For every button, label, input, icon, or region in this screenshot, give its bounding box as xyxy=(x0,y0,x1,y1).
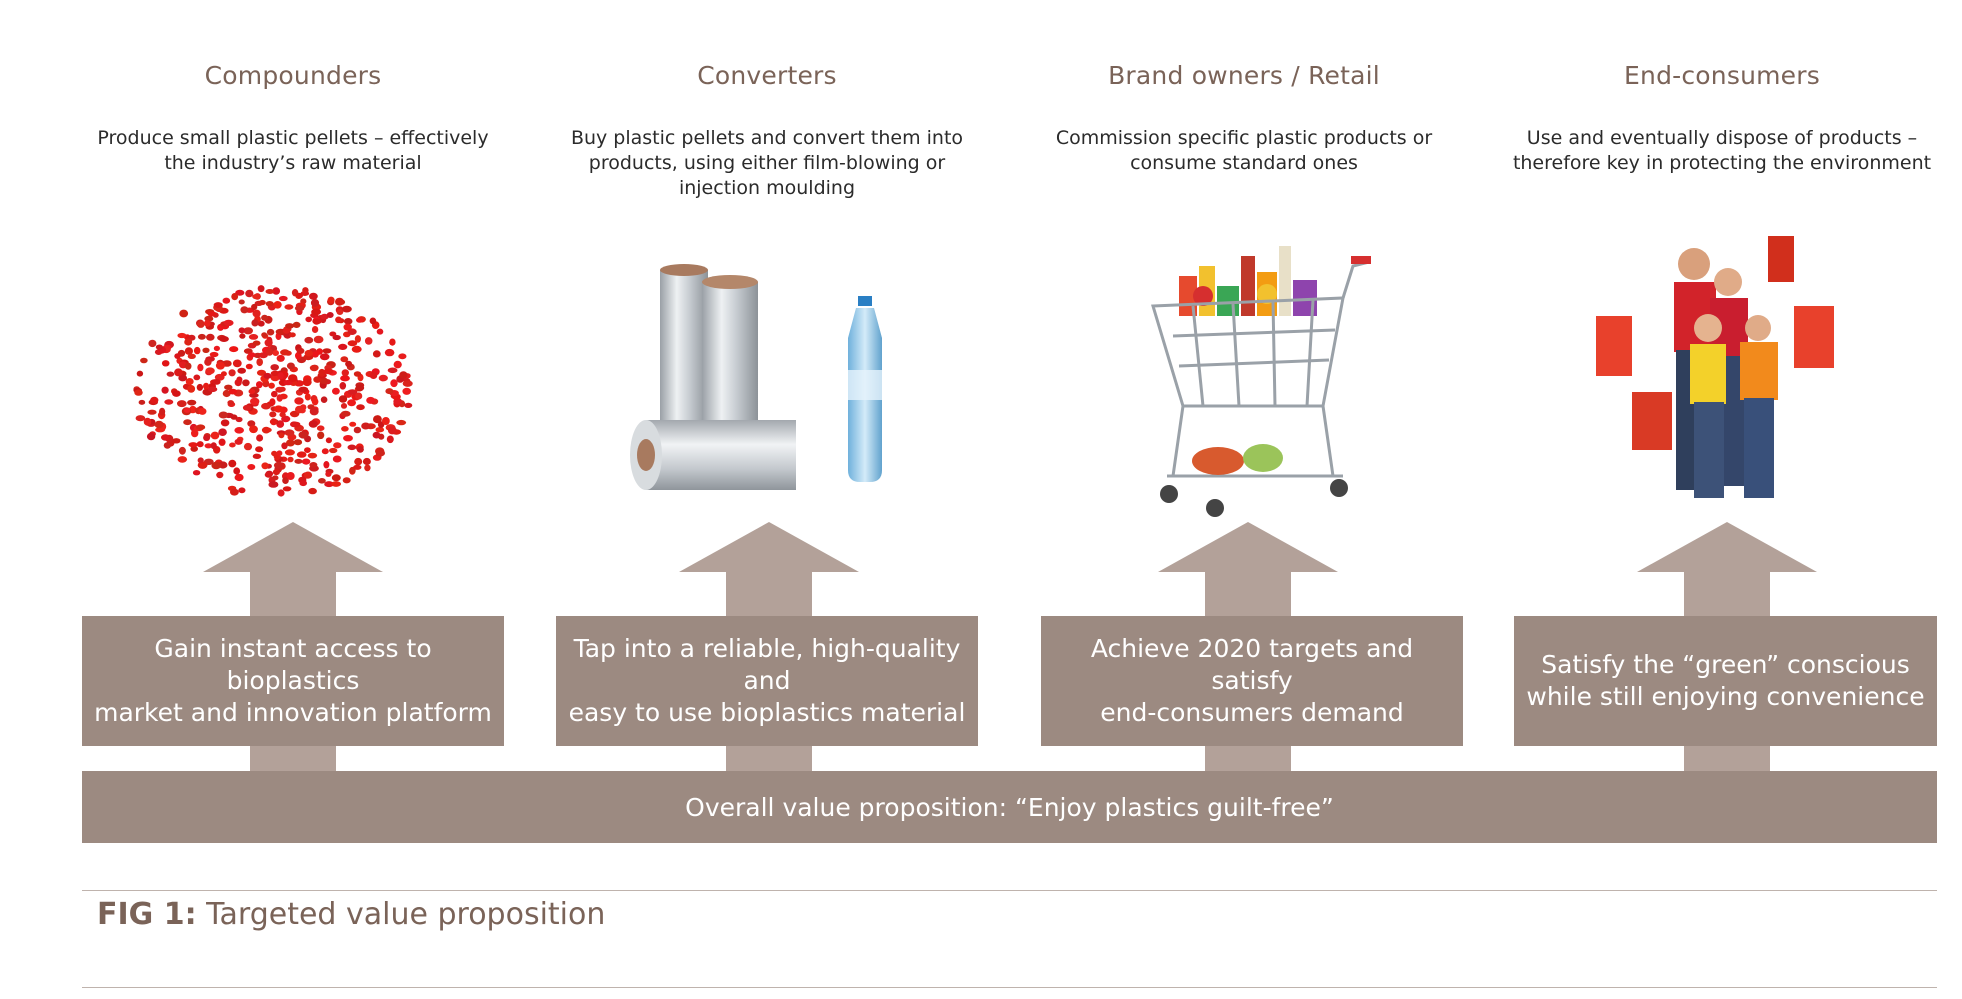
column-heading: End-consumers xyxy=(1624,61,1820,90)
column-heading: Converters xyxy=(697,61,837,90)
red-plastic-pellets-icon xyxy=(133,285,413,497)
column-description: Buy plastic pellets and convert them int… xyxy=(570,127,964,199)
arrow-up-end-consumers xyxy=(1637,522,1817,572)
column-converters: Converters Buy plastic pellets and conve… xyxy=(556,0,978,600)
figure-title: Targeted value proposition xyxy=(196,897,606,932)
divider-top xyxy=(82,890,1937,891)
film-rolls-and-bottle-icon xyxy=(630,264,882,490)
column-heading: Compounders xyxy=(204,61,382,90)
arrow-up-compounders xyxy=(203,522,383,572)
column-brand-owners: Brand owners / Retail Commission specifi… xyxy=(1033,0,1455,600)
arrow-up-brand-owners xyxy=(1158,522,1338,572)
family-with-shopping-bags-icon xyxy=(1596,236,1834,498)
column-description: Produce small plastic pellets – effectiv… xyxy=(97,127,489,174)
column-description: Commission specific plastic products or … xyxy=(1055,127,1433,174)
shopping-cart-icon xyxy=(1151,246,1371,517)
column-description: Use and eventually dispose of products –… xyxy=(1512,127,1932,174)
divider-bottom xyxy=(82,987,1937,988)
arrow-up-converters xyxy=(679,522,859,572)
figure-caption: FIG 1: Targeted value proposition xyxy=(97,897,605,932)
overall-value-proposition: Overall value proposition: “Enjoy plasti… xyxy=(82,771,1937,843)
column-compounders: Compounders Produce small plastic pellet… xyxy=(82,0,504,600)
column-heading: Brand owners / Retail xyxy=(1108,61,1380,90)
column-end-consumers: End-consumers Use and eventually dispose… xyxy=(1504,0,1940,600)
figure-label: FIG 1: xyxy=(97,897,197,932)
